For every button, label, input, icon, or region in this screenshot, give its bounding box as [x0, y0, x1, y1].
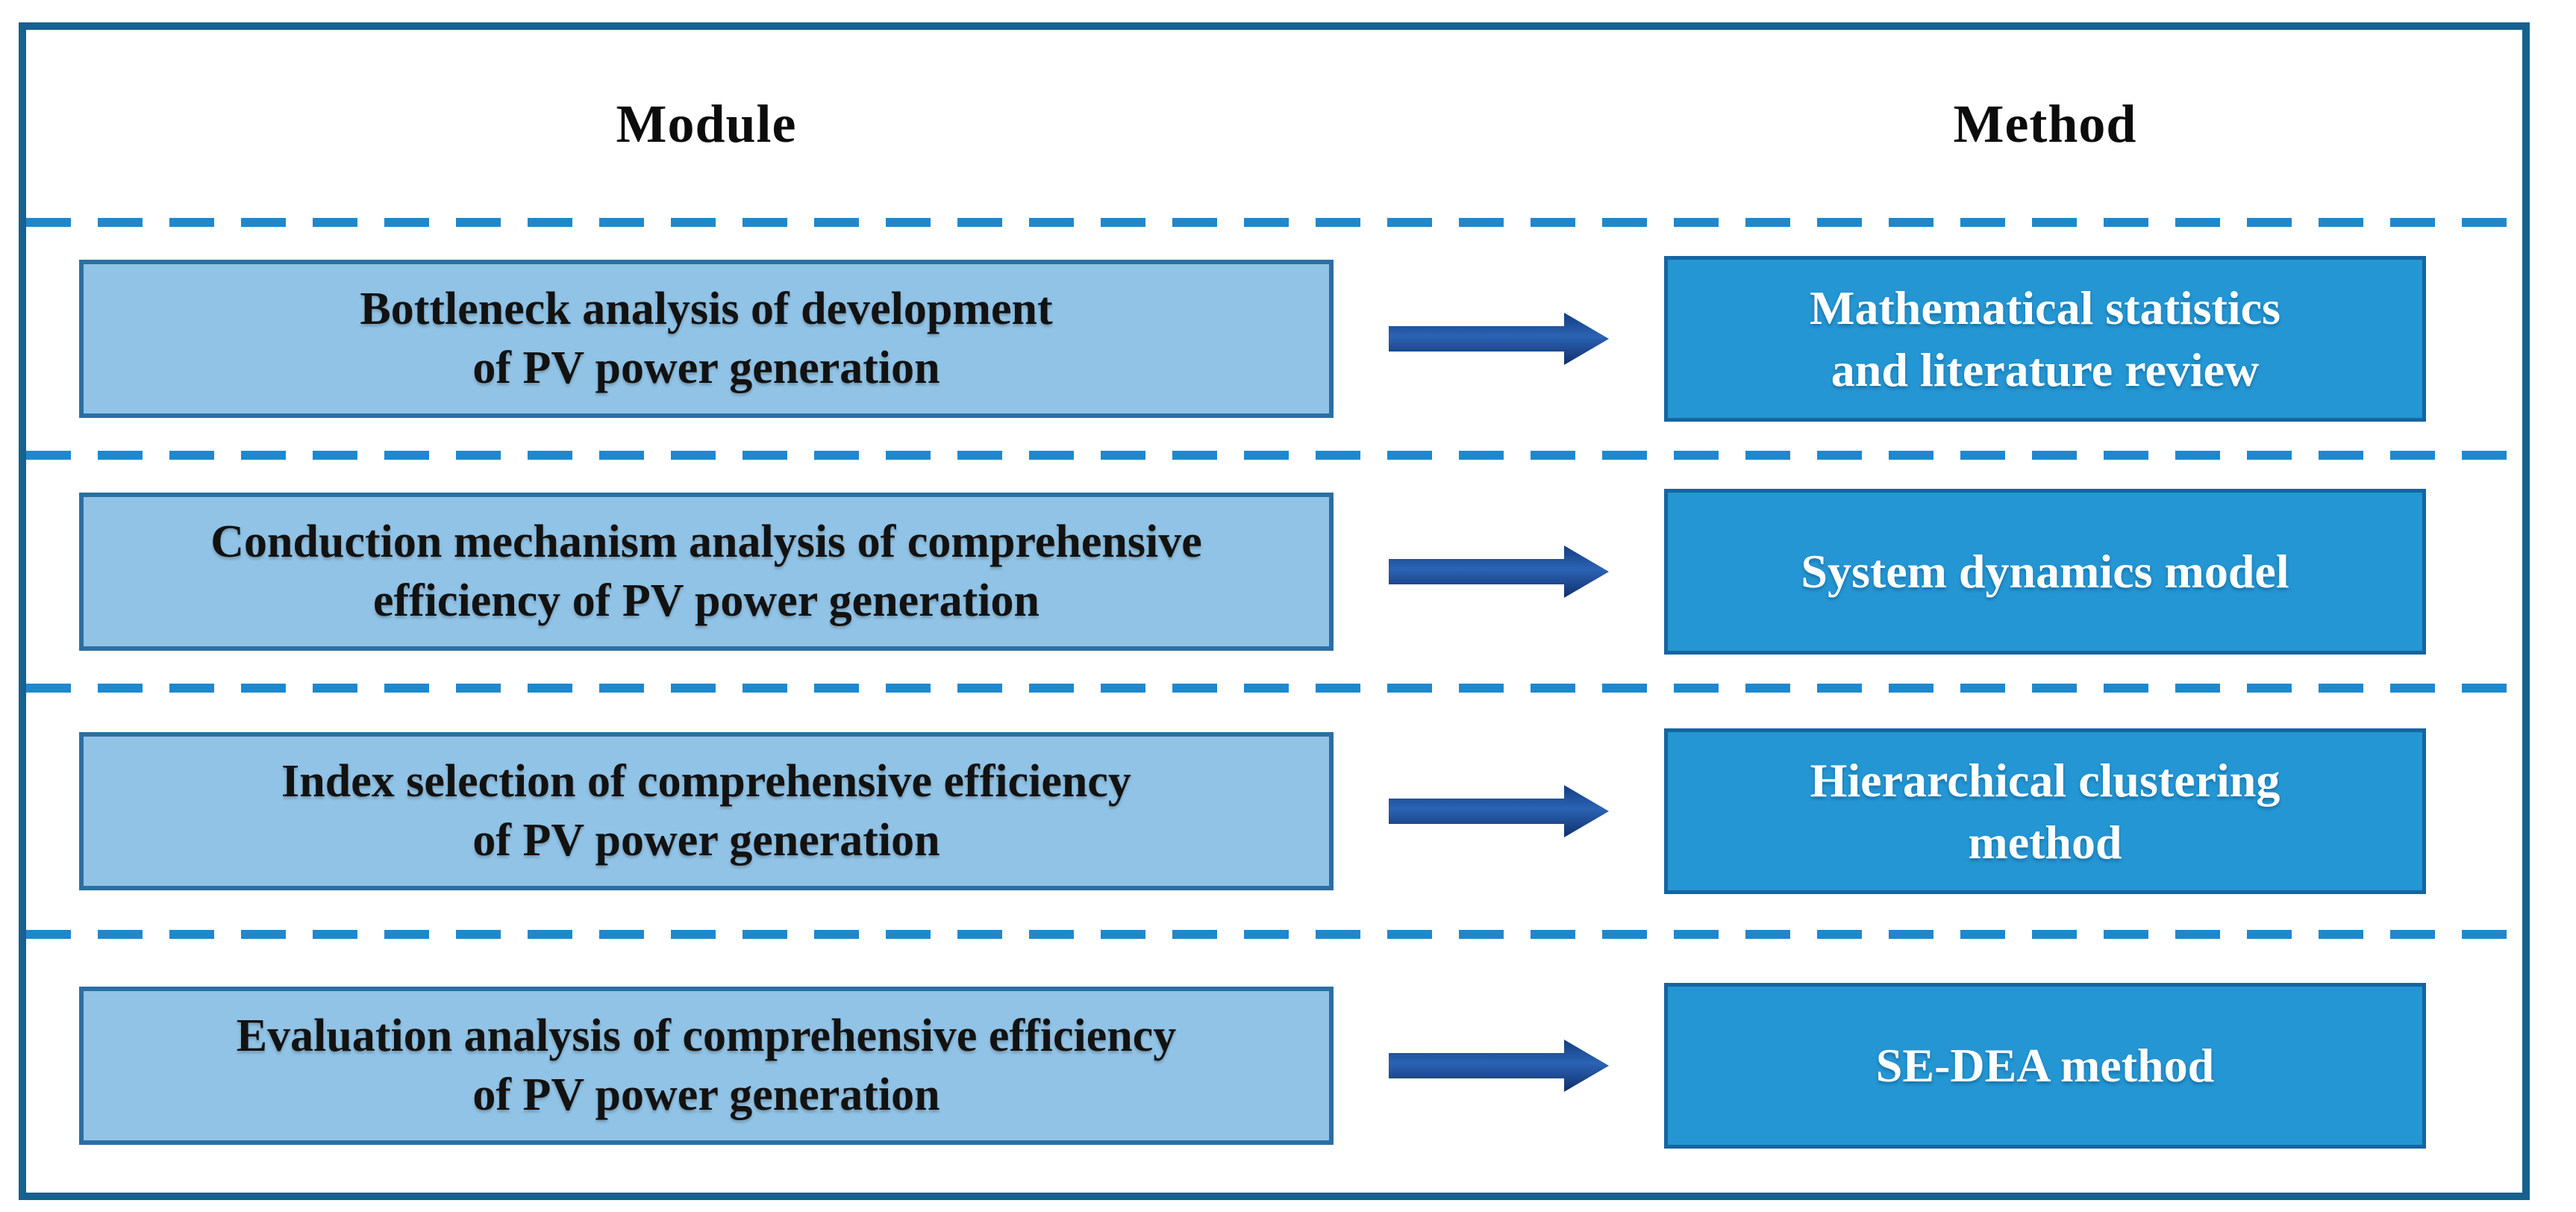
- figure-row-index-selection: Index selection of comprehensive efficie…: [26, 693, 2522, 930]
- column-header-row: Module Method: [26, 30, 2522, 218]
- right-arrow-icon: [1389, 785, 1609, 837]
- figure-frame: Module Method Bottleneck analysis of dev…: [19, 22, 2530, 1200]
- method-column-header: Method: [1953, 93, 2137, 154]
- right-arrow-icon: [1389, 1040, 1609, 1092]
- dashed-separator: [26, 930, 2522, 939]
- figure-row-evaluation: Evaluation analysis of comprehensive eff…: [26, 939, 2522, 1193]
- method-box: Mathematical statistics and literature r…: [1664, 256, 2426, 422]
- dashed-separator: [26, 451, 2522, 460]
- arrow-cell: [1334, 779, 1664, 843]
- dashed-separator: [26, 218, 2522, 227]
- right-arrow-icon: [1389, 313, 1609, 365]
- module-column-header: Module: [616, 93, 797, 154]
- method-box: Hierarchical clustering method: [1664, 728, 2426, 894]
- module-box: Bottleneck analysis of development of PV…: [79, 260, 1334, 418]
- arrow-cell: [1334, 307, 1664, 371]
- arrow-cell: [1334, 1034, 1664, 1098]
- dashed-separator: [26, 684, 2522, 693]
- figure-row-bottleneck: Bottleneck analysis of development of PV…: [26, 227, 2522, 451]
- method-box: SE-DEA method: [1664, 983, 2426, 1149]
- module-box: Index selection of comprehensive efficie…: [79, 732, 1334, 890]
- arrow-cell: [1334, 540, 1664, 604]
- method-box: System dynamics model: [1664, 489, 2426, 655]
- figure-row-conduction: Conduction mechanism analysis of compreh…: [26, 460, 2522, 684]
- right-arrow-icon: [1389, 546, 1609, 598]
- module-box: Conduction mechanism analysis of compreh…: [79, 493, 1334, 651]
- module-box: Evaluation analysis of comprehensive eff…: [79, 987, 1334, 1145]
